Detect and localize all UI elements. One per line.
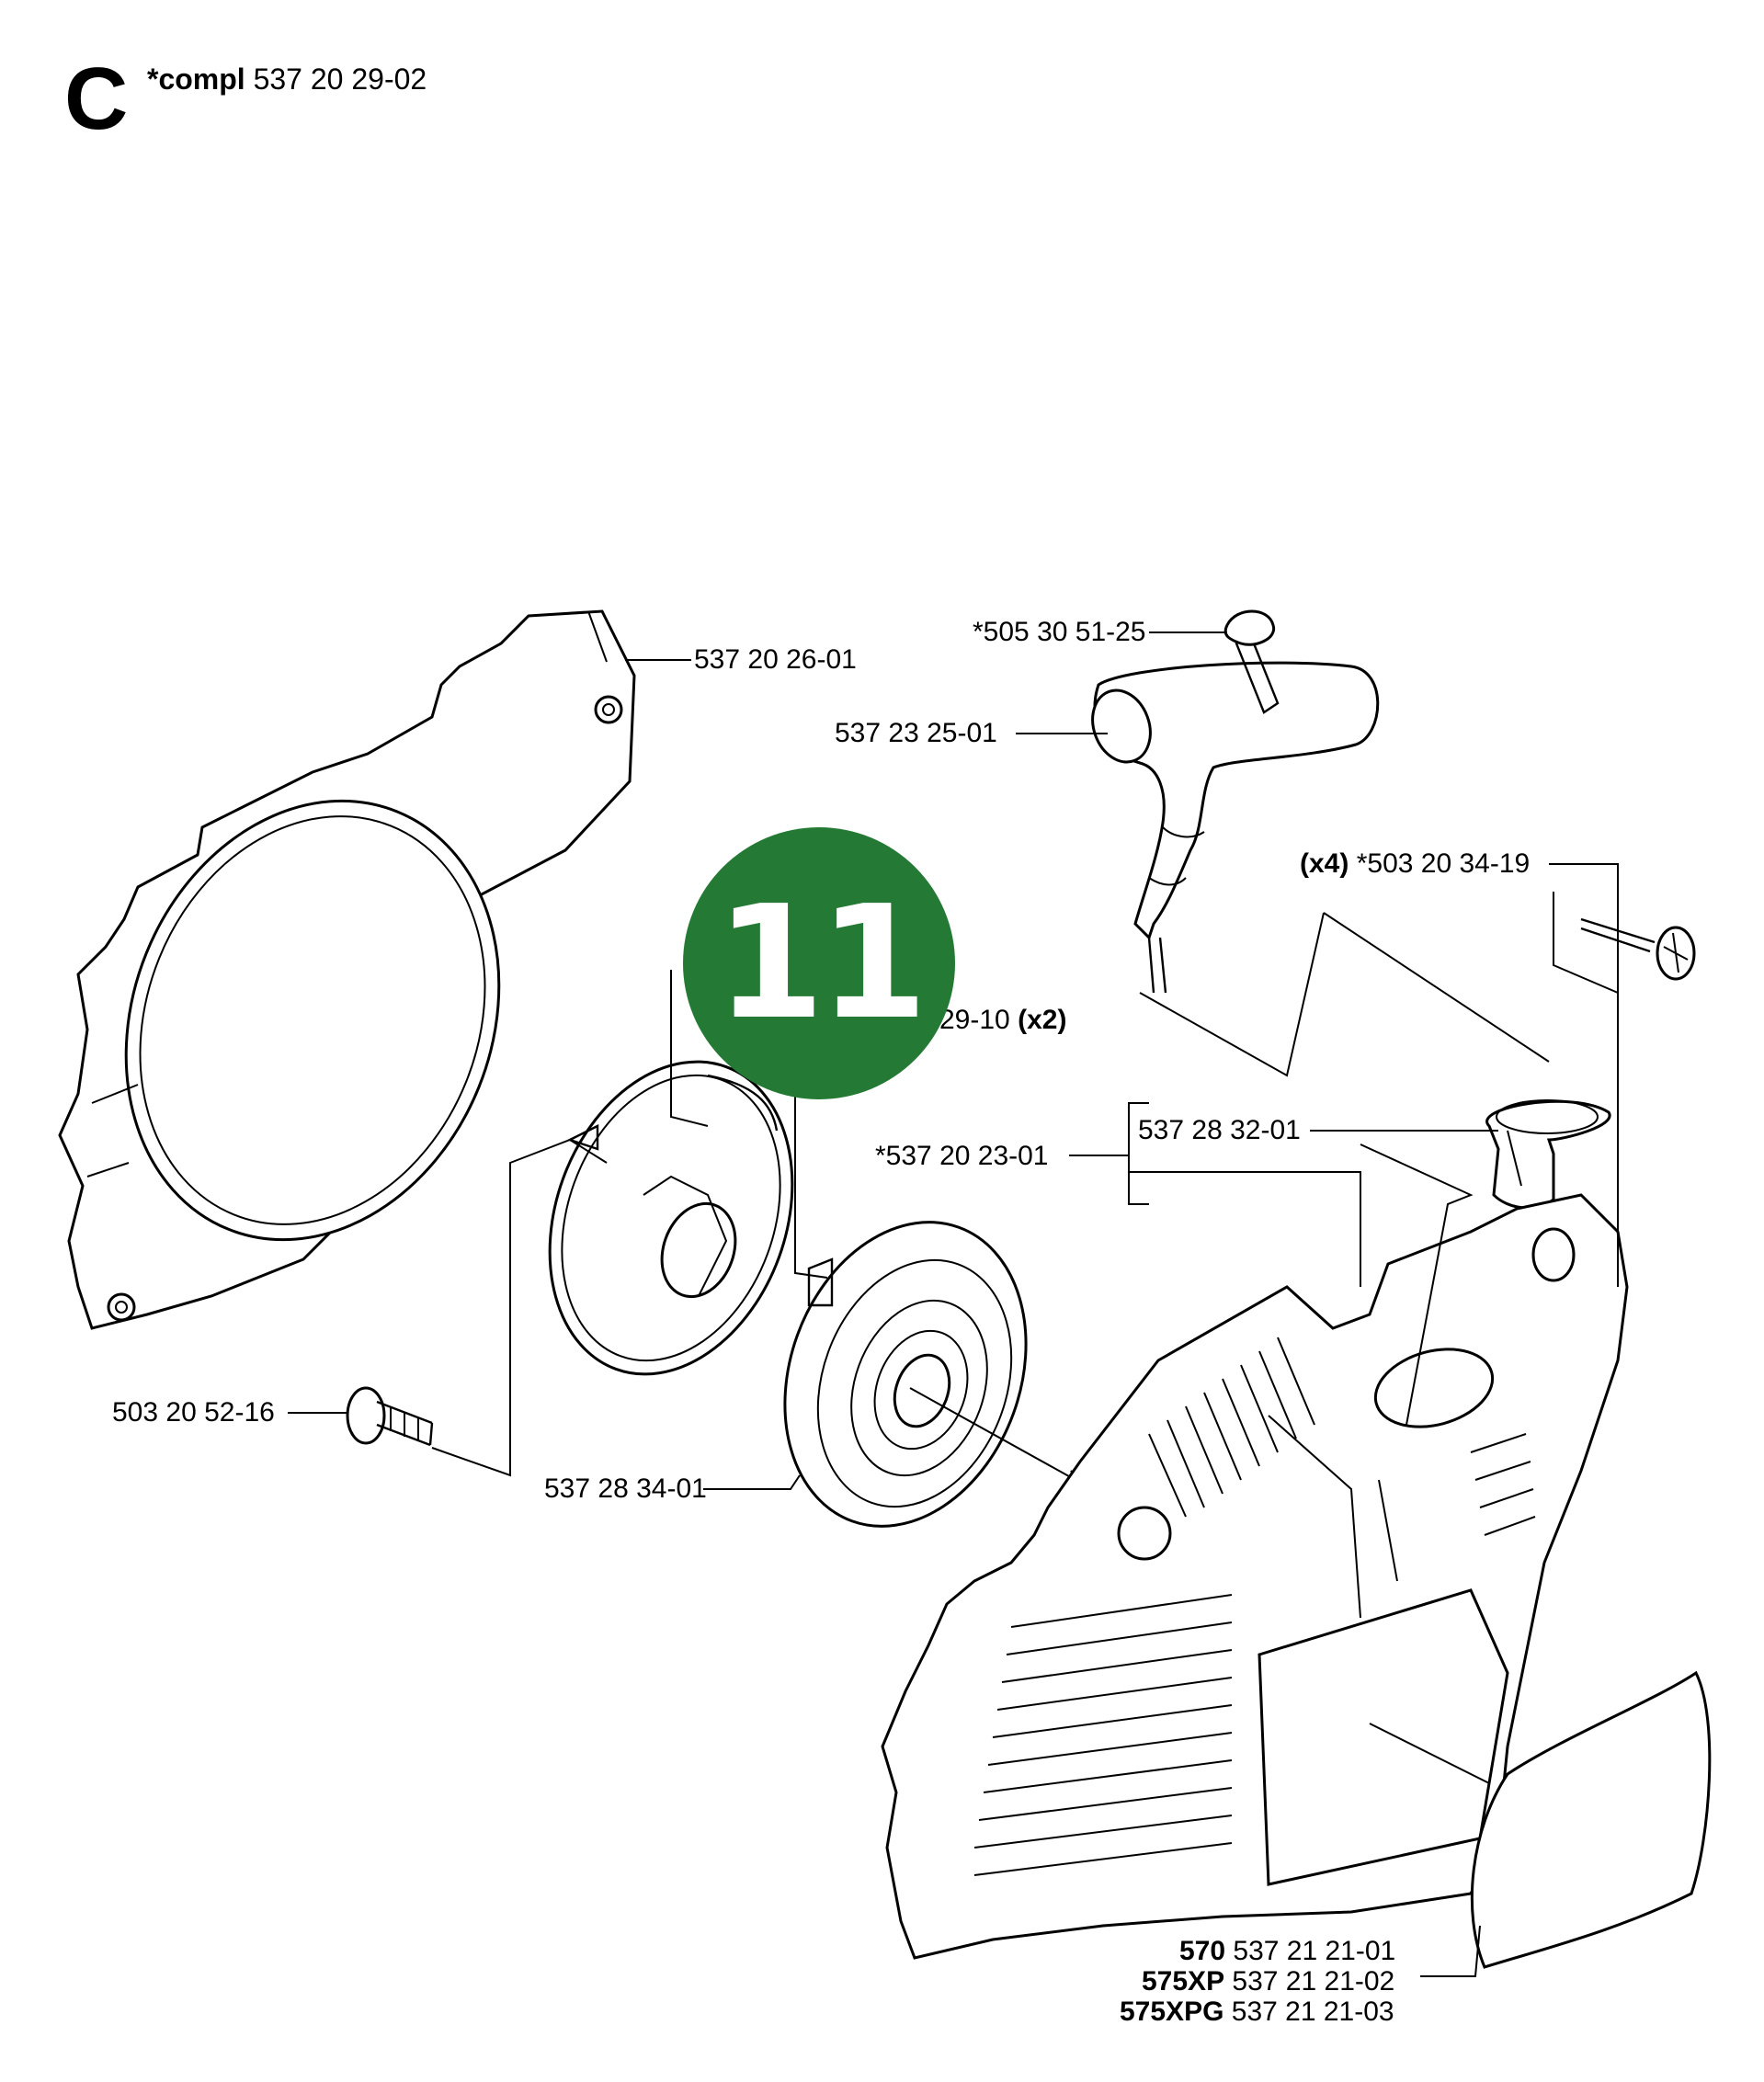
screw-x4-number: *503 20 34-19 (1356, 848, 1531, 879)
label-bolt: 503 20 52-16 (112, 1397, 275, 1428)
model-name: 575XP (1142, 1966, 1225, 1997)
label-starter-handle: 537 23 25-01 (835, 718, 997, 748)
pulley-drawing (548, 1060, 794, 1376)
bolt-drawing (346, 1386, 434, 1447)
label-cover-plate: 537 20 26-01 (694, 644, 857, 675)
model-number: 537 21 21-02 (1232, 1966, 1395, 1997)
model-number: 537 21 21-03 (1231, 1997, 1394, 2027)
label-starter-assembly: *537 20 23-01 (875, 1141, 1049, 1171)
screw-x4-drawing (1580, 917, 1696, 981)
label-rope-guide: 537 28 32-01 (1138, 1115, 1301, 1145)
compl-label: *compl 537 20 29-02 (147, 63, 427, 97)
label-handle-screw: *505 30 51-25 (973, 617, 1146, 647)
label-screw-x4: (x4) *503 20 34-19 (1300, 850, 1530, 878)
page-number-badge: 11 (683, 827, 955, 1099)
label-partial: 29-10 (x2) (939, 1007, 1066, 1034)
rope-guide-drawing (1485, 1099, 1611, 1210)
leader-lines (288, 631, 1619, 1977)
compl-number: 537 20 29-02 (253, 63, 427, 96)
model-name: 575XPG (1120, 1997, 1224, 2027)
label-spring-cassette: 537 28 34-01 (544, 1473, 707, 1504)
starter-handle-drawing (1091, 609, 1380, 994)
label-model-575xp: 575XP 537 21 21-02 (1142, 1968, 1394, 1996)
badge-number: 11 (715, 872, 928, 1054)
compl-prefix: *compl (147, 63, 245, 96)
label-model-575xpg: 575XPG 537 21 21-03 (1120, 1998, 1394, 2026)
decal-drawing (1470, 1670, 1712, 1969)
screw-x4-qty: (x4) (1300, 848, 1349, 879)
partial-qty: (x2) (1018, 1005, 1067, 1035)
spring-cassette-drawing (783, 1221, 1086, 1528)
cover-plate-drawing (58, 609, 636, 1330)
partial-number: 29-10 (939, 1005, 1010, 1035)
section-letter: C (64, 50, 129, 148)
label-model-570: 570 537 21 21-01 (1179, 1938, 1395, 1965)
model-name: 570 (1179, 1936, 1226, 1966)
starter-housing-drawing (881, 1193, 1629, 1960)
model-number: 537 21 21-01 (1233, 1936, 1396, 1966)
